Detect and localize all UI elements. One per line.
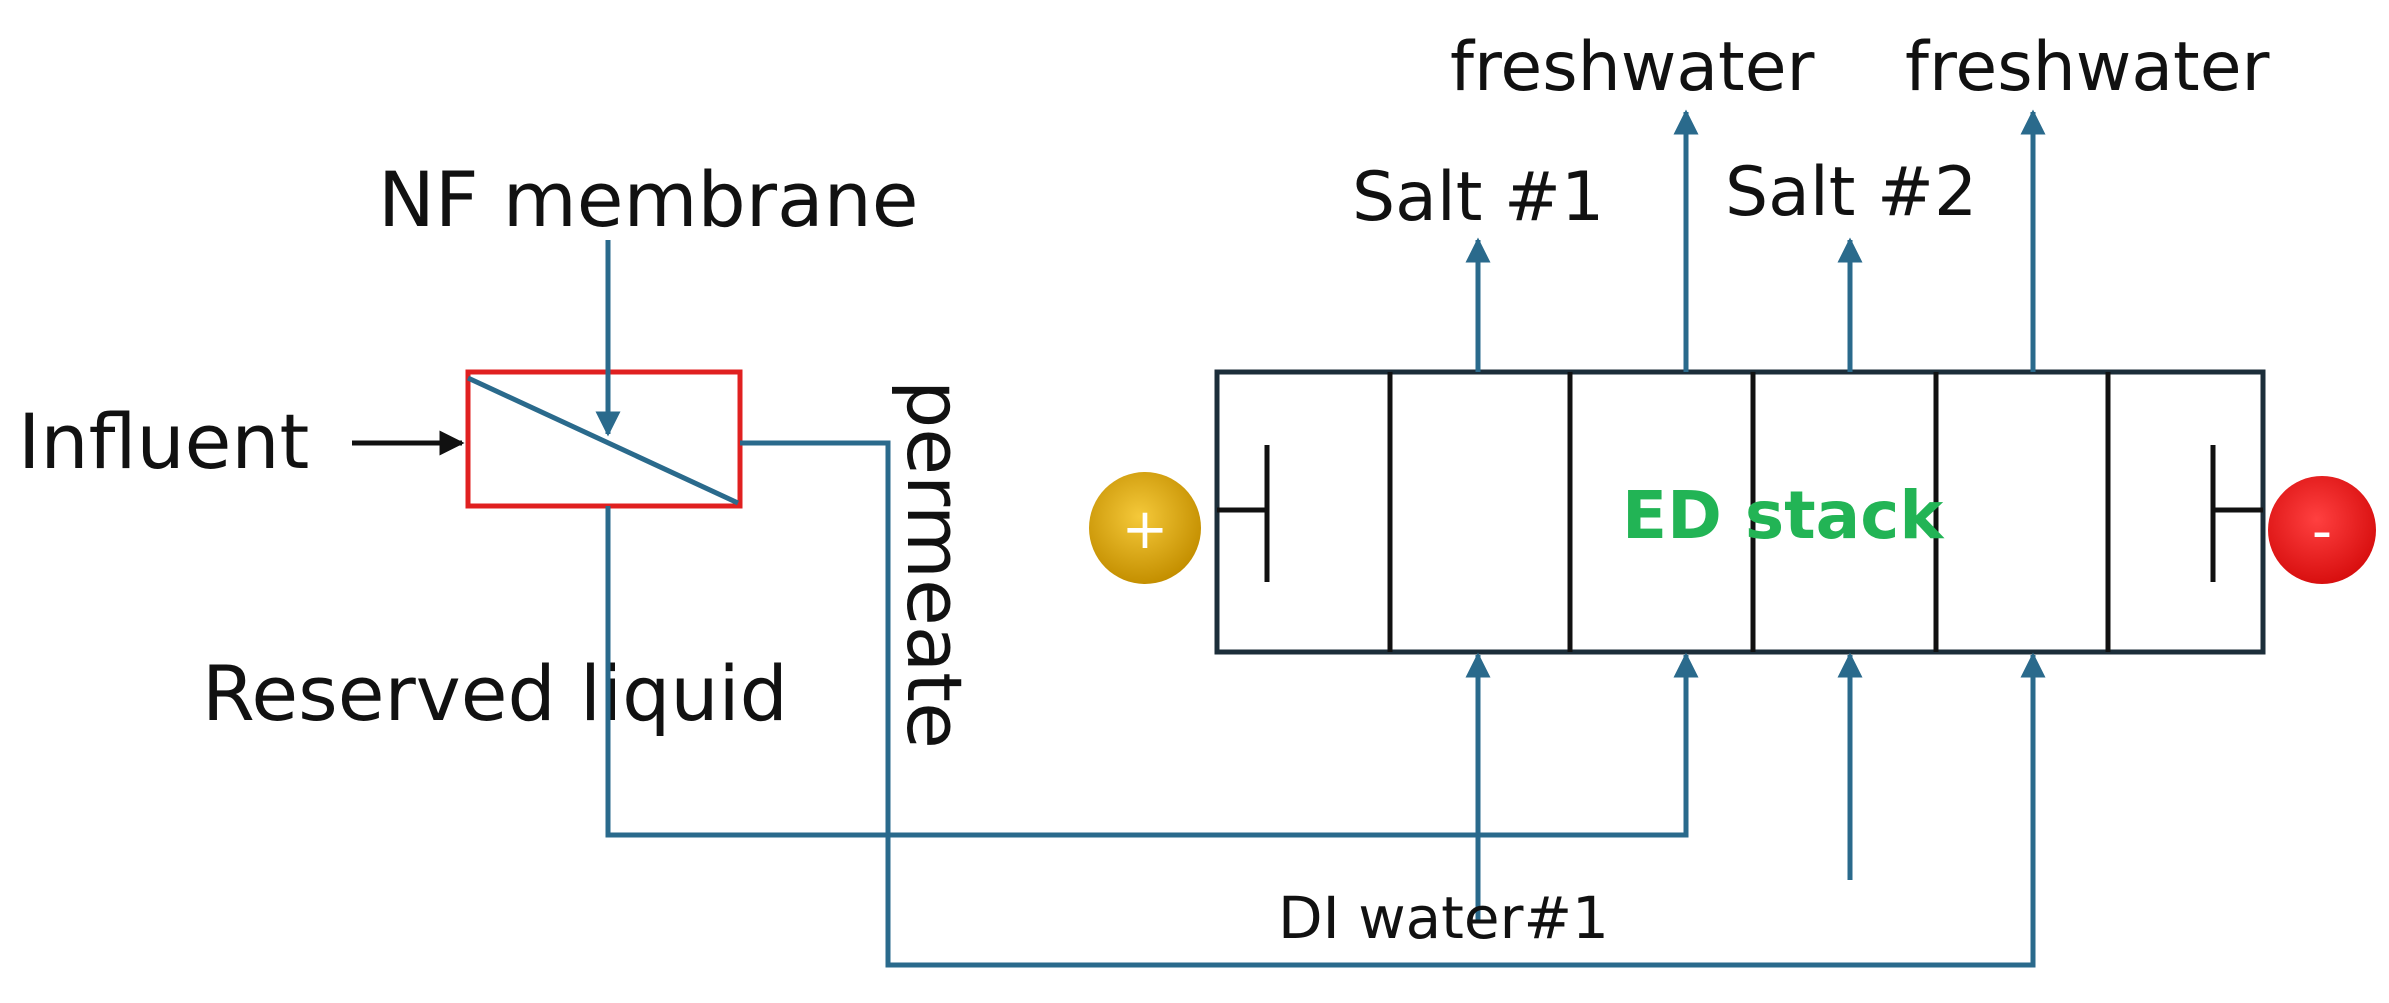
influent-label: Influent [18, 397, 309, 486]
salt-2-label: Salt #2 [1725, 153, 1977, 232]
nf-membrane-label: NF membrane [378, 155, 919, 244]
ed-stack-label: ED stack [1622, 477, 1945, 554]
permeate-label: permeate [890, 380, 979, 749]
nf-membrane-box [465, 369, 743, 509]
permeate-pipe [740, 440, 2046, 968]
cathode-circle [2268, 476, 2376, 584]
nf-membrane-diagonal [466, 375, 740, 506]
reserved-liquid-label: Reserved liquid [202, 649, 788, 738]
anode-sign: + [1122, 497, 1169, 562]
freshwater-2-label: freshwater [1905, 28, 2270, 107]
reserved-liquid-pipe [605, 506, 1699, 838]
salt-1-label: Salt #1 [1352, 158, 1604, 237]
di-water-label: DI water#1 [1278, 884, 1609, 952]
freshwater-1-label: freshwater [1450, 28, 1815, 107]
cathode-sign: - [2312, 499, 2332, 564]
anode-circle [1089, 472, 1201, 584]
